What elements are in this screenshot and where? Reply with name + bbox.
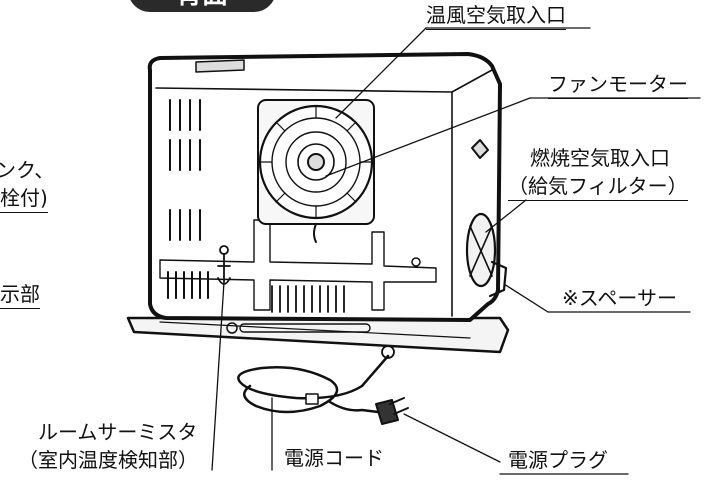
heading-badge: 背面 [128,0,276,12]
leader-combustion-intake [485,199,527,233]
label-power-cord: 電源コード [284,446,384,470]
label-warm-air-intake: 温風空気取入口 [426,3,566,30]
label-spacer: ※スペーサー [562,286,677,310]
power-cord [237,354,390,414]
leader-power-plug [403,413,501,463]
screw [381,345,395,359]
screw [226,322,238,334]
label-left-partial-2: 栓付) [0,186,48,213]
side-filter-handle [471,139,489,159]
label-combustion-intake-line2: （給気フィルター） [508,174,688,201]
leader-warm-air-intake [335,27,427,119]
screw [411,257,421,267]
base-tray-inner [159,321,471,339]
leader-fan-motor [325,97,531,177]
leader-lines [211,27,701,475]
left-vents [167,99,209,299]
label-power-plug: 電源プラグ [508,448,608,472]
spacer-bracket [488,260,508,298]
label-combustion-intake-line1: 燃焼空気取入口 [530,146,670,170]
leader-spacer [503,283,549,313]
room-thermistor [217,245,231,285]
label-fan-motor: ファンモーター [548,72,688,99]
combustion-air-intake [465,212,497,288]
leader-thermistor [211,281,225,471]
label-room-thermistor-line2: （室内温度検知部） [18,448,198,472]
fan-grille [257,99,375,243]
top-handle [195,59,245,73]
bottom-vents [271,285,345,313]
label-left-partial-3: 示部 [0,282,40,309]
power-plug [375,397,409,425]
body-embossing [159,219,437,311]
label-room-thermistor-line1: ルームサーミスタ [38,420,198,444]
label-left-partial-1: ンク、 [0,158,55,182]
bottom-slot [239,323,371,333]
